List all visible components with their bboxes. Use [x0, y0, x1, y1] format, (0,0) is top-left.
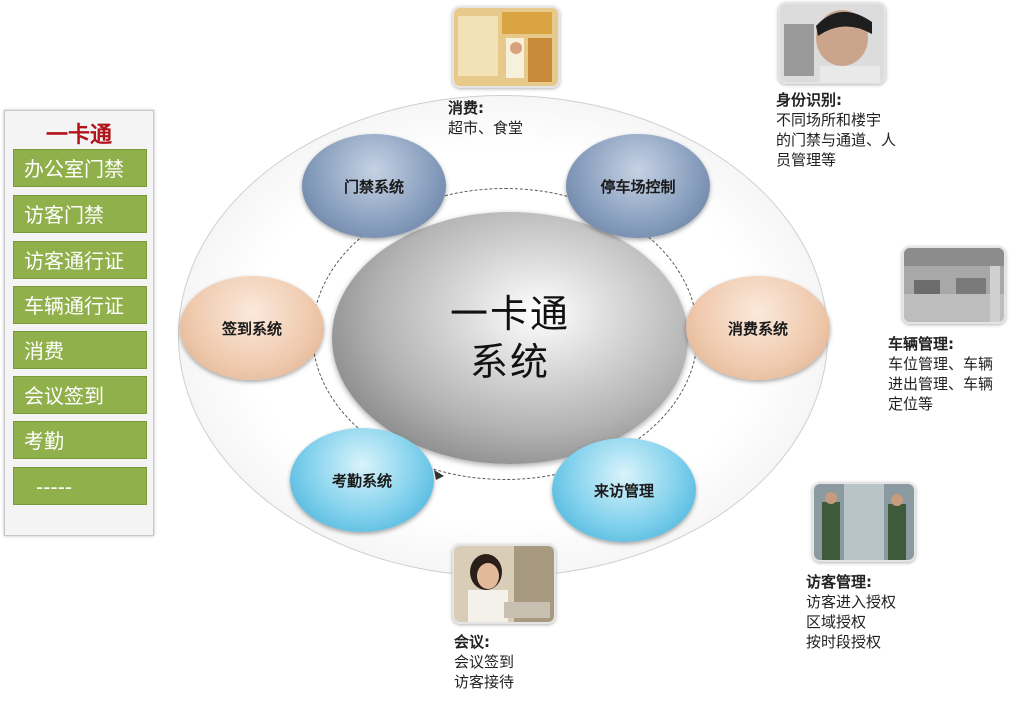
caption-meeting-title: 会议:	[454, 633, 490, 651]
caption-meeting-line: 会议签到	[454, 653, 515, 671]
caption-visitor-line: 访客进入授权	[806, 593, 897, 611]
caption-identity: 身份识别: 不同场所和楼宇 的门禁与通道、人 员管理等	[776, 90, 896, 170]
center-label-line1: 一卡通	[449, 292, 570, 336]
caption-vehicle-line: 定位等	[888, 395, 934, 413]
caption-visitor-title: 访客管理:	[806, 573, 872, 591]
caption-visitor-line: 区域授权	[806, 613, 867, 631]
center-sphere	[332, 212, 688, 464]
caption-meeting-line: 访客接待	[454, 673, 515, 691]
caption-identity-line: 员管理等	[776, 151, 837, 169]
caption-identity-line: 不同场所和楼宇	[776, 111, 882, 129]
caption-consume-line: 超市、食堂	[448, 119, 524, 137]
node-visit-management[interactable]: 来访管理	[552, 438, 696, 542]
caption-visitor: 访客管理: 访客进入授权 区域授权 按时段授权	[806, 572, 896, 652]
caption-consume: 消费: 超市、食堂	[448, 98, 523, 138]
node-parking-control[interactable]: 停车场控制	[566, 134, 710, 238]
node-signin-system[interactable]: 签到系统	[180, 276, 324, 380]
menu-item-more[interactable]: -----	[13, 467, 147, 505]
orbit-arrow-icon	[434, 470, 444, 480]
menu-item-consume[interactable]: 消费	[13, 331, 147, 369]
caption-identity-line: 的门禁与通道、人	[776, 131, 897, 149]
caption-vehicle-line: 车位管理、车辆	[888, 355, 994, 373]
caption-vehicle-line: 进出管理、车辆	[888, 375, 994, 393]
menu-item-office-access[interactable]: 办公室门禁	[13, 149, 147, 187]
guard-photo	[812, 482, 916, 562]
parking-photo	[902, 246, 1006, 324]
node-access-control[interactable]: 门禁系统	[302, 134, 446, 238]
supermarket-photo	[452, 6, 560, 88]
menu-item-meeting-signin[interactable]: 会议签到	[13, 376, 147, 414]
center-label: 一卡通 系统	[332, 290, 688, 386]
center-label-line2: 系统	[469, 340, 550, 384]
node-consume-system[interactable]: 消费系统	[686, 276, 830, 380]
menu-item-attendance[interactable]: 考勤	[13, 421, 147, 459]
function-list-panel: 一卡通 办公室门禁 访客门禁 访客通行证 车辆通行证 消费 会议签到 考勤 --…	[4, 110, 154, 536]
panel-title: 一卡通	[45, 123, 112, 148]
caption-vehicle: 车辆管理: 车位管理、车辆 进出管理、车辆 定位等	[888, 334, 993, 414]
caption-meeting: 会议: 会议签到 访客接待	[454, 632, 514, 692]
caption-consume-title: 消费:	[448, 99, 484, 117]
caption-identity-title: 身份识别:	[776, 91, 842, 109]
identity-photo	[778, 2, 886, 84]
caption-visitor-line: 按时段授权	[806, 633, 882, 651]
caption-vehicle-title: 车辆管理:	[888, 335, 954, 353]
menu-item-visitor-pass[interactable]: 访客通行证	[13, 241, 147, 279]
menu-item-vehicle-pass[interactable]: 车辆通行证	[13, 286, 147, 324]
menu-item-visitor-access[interactable]: 访客门禁	[13, 195, 147, 233]
node-attendance-system[interactable]: 考勤系统	[290, 428, 434, 532]
meeting-photo	[452, 544, 556, 624]
